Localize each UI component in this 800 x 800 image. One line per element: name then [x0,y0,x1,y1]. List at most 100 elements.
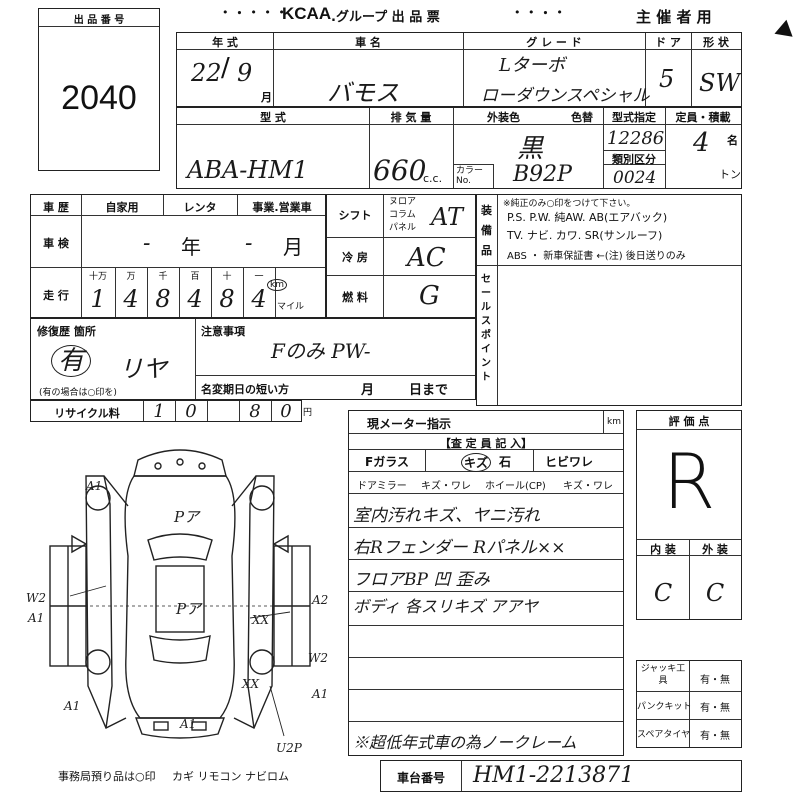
exterior-value: C [705,579,725,607]
exterior-label: 外 装 [702,543,728,556]
spare-label: スペアタイヤ [637,730,691,740]
diagram-mark-7: XX [251,613,270,627]
fuel-value: G [419,281,440,311]
shift-option-floor: ヌロア [389,197,417,207]
history-option-business: 事業.営業車 [252,201,312,214]
lot-number-box: 出 品 番 号 2040 [38,8,160,171]
glass-item-stone: 石 [499,455,512,469]
recycle-digit-2: 0 [185,401,197,422]
capacity-label: 定員・積載 [675,111,731,124]
inspection-month-value: - [245,231,253,256]
mileage-digit-3: 8 [155,285,171,313]
sales-point-label: セールスポイント [481,274,491,383]
jack-label: ジャッキ工具 [640,664,686,686]
remark-4: ボディ 各スリキズ アアヤ [353,597,539,616]
equip-note: ※純正のみ○印をつけて下さい。 [503,199,636,209]
row2-wheel-damage: キズ・ワレ [563,481,613,492]
body-value: SW [699,69,741,97]
remark-2: 右Rフェンダー Rパネル×× [353,538,566,558]
org-title: .グループ 出 品 票 [331,10,440,25]
displacement-value: 660 [373,154,427,187]
row2-mirror-damage: キズ・ワレ [421,481,471,492]
tools-block: ジャッキ工具 有・無 パンクキット 有・無 スペアタイヤ 有・無 [636,660,742,748]
ac-value: AC [407,243,446,273]
doors-label: ド ア [655,36,681,49]
score-label: 評 価 点 [668,415,710,428]
mileage-digit-6: 4 [251,285,267,313]
inspection-year-unit: 年 [181,235,201,259]
mileage-unit-10: 十 [222,272,232,282]
jack-options: 有・無 [700,675,730,686]
diagram-mark-10: XX [241,677,260,691]
puncture-label: パンクキット [637,702,692,712]
color-code-label: カラー No. [456,166,484,186]
month-value: 9 [237,59,253,87]
name-label: 車 名 [355,36,381,49]
shift-label: シフト [338,209,372,222]
equip-line2: TV. ナビ. カワ. SR(サンルーフ) [507,229,663,242]
capacity-unit-ton: トン [719,168,741,181]
recycle-digit-1: 1 [153,401,165,422]
remark-5: ※超低年式車の為ノークレーム [353,733,577,752]
month-unit: 月 [261,91,272,104]
name-change-month: 月 [361,383,375,398]
equip-line3: ABS ・ 新車保証書 ←(注) 後日送りのみ [507,251,686,262]
interior-label: 内 装 [650,543,676,556]
recycle-label: リサイクル料 [54,407,120,420]
inspection-label: 車 検 [43,237,69,250]
chassis-value: HM1-2213871 [473,763,635,788]
spare-options: 有・無 [700,731,730,742]
grade-line1: Lターボ [499,55,565,76]
mile-label: マイル [277,302,305,312]
equipment-right-block: 装備品 ※純正のみ○印をつけて下さい。 P.S. P.W. 純AW. AB(エア… [476,194,742,406]
name-change-label: 名変期日の短い方 [201,383,289,396]
recycle-block: リサイクル料 1 0 8 0 円 [30,400,312,422]
capacity-unit-persons: 名 [727,134,738,147]
ac-label: 冷 房 [342,251,368,264]
mileage-label: 走 行 [43,289,69,302]
displacement-label: 排 気 量 [390,111,432,124]
class-label: 類別区分 [612,153,656,166]
repair-block: 修復歴 箇所 有 リヤ (有の場合は○印を) 注意事項 Fのみ PW- 名変期日… [30,318,476,400]
type-spec-label: 型式指定 [612,111,656,124]
mileage-digit-2: 4 [123,285,139,313]
inspector-block: 現メーター指示 km 【査 定 員 記 入】 Fガラス キズ 石 ヒビワレ ドア… [348,410,624,756]
color-label: 外装色 [487,111,520,124]
score-value: R [662,437,716,526]
fuel-label: 燃 料 [342,291,368,304]
type-spec-value: 12286 [607,128,665,149]
equip-line1: P.S. P.W. 純AW. AB(エアバック) [507,211,668,224]
mileage-digit-5: 8 [219,285,235,313]
history-option-private: 自家用 [105,201,139,214]
color-code-value: B92P [513,162,572,187]
mileage-digit-1: 1 [90,285,106,313]
office-items: カギ リモコン ナビロム [172,770,289,783]
glass-item-scratch: キズ [461,453,492,472]
name-value: バモス [327,79,399,107]
recycle-digit-4: 8 [249,401,261,422]
mileage-unit-1: 一 [254,272,264,282]
office-note: 事務局預り品は○印 [58,770,156,783]
score-block: 評 価 点 R 内 装 外 装 C C [636,410,742,620]
chassis-block: 車台番号 HM1-2213871 [380,760,742,792]
mileage-digit-4: 4 [187,285,203,313]
diagram-mark-8: W2 [308,651,328,665]
lot-number: 2040 [61,79,137,117]
mileage-unit-100k: 十万 [88,272,107,282]
inspector-label: 【査 定 員 記 入】 [439,437,533,450]
corner-mark [771,19,793,43]
km-label: km [267,279,287,291]
recycle-unit: 円 [303,408,313,418]
name-change-day: 日まで [409,383,449,398]
mileage-unit-10k: 万 [126,272,136,282]
meter-label: 現メーター指示 [367,417,452,431]
grade-line2: ローダウンスペシャル [481,86,650,106]
diagram-mark-2: Pア [173,508,201,526]
inspection-year-value: - [143,231,151,256]
interior-value: C [653,579,673,607]
repair-value: 有 [51,345,92,377]
repair-location: リヤ [119,355,167,383]
lot-number-label: 出 品 番 号 [73,15,125,26]
diagram-mark-3: Pア [175,600,203,618]
role-label: 主 催 者 用 [636,8,712,26]
